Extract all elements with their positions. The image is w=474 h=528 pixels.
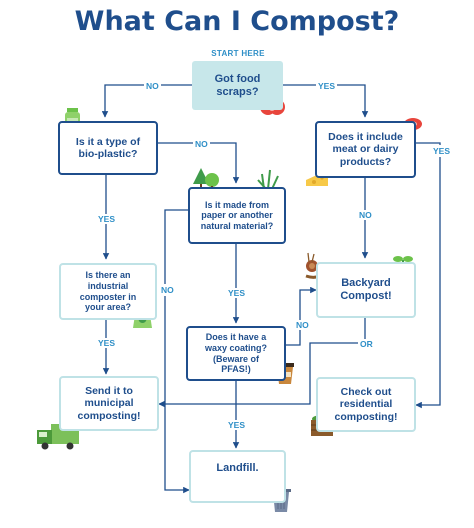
- node-municipal-composting: Send it to municipal composting!: [59, 376, 159, 431]
- node-backyard-compost: Backyard Compost!: [316, 262, 416, 318]
- node-waxy-coating: Does it have a waxy coating? (Beware of …: [186, 326, 286, 381]
- edge-label-industrial-yes: YES: [97, 338, 117, 348]
- edge-label-food-no: NO: [144, 81, 161, 91]
- edge-label-paper-no: NO: [160, 284, 175, 296]
- node-meat-dairy: Does it include meat or dairy products?: [315, 121, 416, 178]
- node-bio-plastic: Is it a type of bio-plastic?: [58, 121, 158, 175]
- edge-or-municipal: [158, 318, 366, 408]
- edge-label-paper-yes: YES: [227, 288, 247, 298]
- node-residential-composting-label: Check out residential composting!: [334, 385, 398, 423]
- node-bio-plastic-label: Is it a type of bio-plastic?: [75, 135, 141, 160]
- edge-meat-yes: [415, 142, 441, 409]
- node-got-food-scraps-label: Got food scraps?: [214, 72, 261, 98]
- edge-label-bio-yes: YES: [97, 214, 117, 224]
- edge-label-food-yes: YES: [316, 81, 338, 91]
- edge-food-no: [101, 84, 192, 118]
- node-landfill-label: Landfill.: [216, 462, 259, 474]
- edge-waxy-no: [286, 286, 317, 346]
- edge-bio-no: [158, 142, 240, 184]
- edge-label-waxy-no: NO: [295, 320, 310, 330]
- node-municipal-composting-label: Send it to municipal composting!: [77, 384, 141, 422]
- node-got-food-scraps: Got food scraps?: [192, 61, 283, 110]
- node-meat-dairy-label: Does it include meat or dairy products?: [328, 130, 403, 168]
- node-backyard-compost-label: Backyard Compost!: [340, 277, 392, 302]
- node-industrial-composter-label: Is there an industrial composter in your…: [79, 270, 137, 313]
- node-residential-composting: Check out residential composting!: [316, 377, 416, 432]
- grass-icon: [257, 169, 279, 190]
- edge-label-bio-no: NO: [193, 139, 210, 149]
- page-title: What Can I Compost?: [74, 6, 400, 37]
- edge-paper-no: [164, 209, 190, 494]
- node-paper-natural-label: Is it made from paper or another natural…: [200, 199, 274, 231]
- start-here-label: START HERE: [211, 49, 265, 58]
- node-industrial-composter: Is there an industrial composter in your…: [59, 263, 157, 320]
- edge-label-waxy-yes: YES: [227, 420, 247, 430]
- edge-food-yes: [283, 84, 369, 118]
- node-landfill: Landfill.: [189, 450, 286, 503]
- node-waxy-coating-label: Does it have a waxy coating? (Beware of …: [204, 332, 267, 375]
- edge-label-meat-yes: YES: [432, 145, 452, 157]
- edge-label-meat-no: NO: [358, 210, 373, 220]
- edge-label-or: OR: [358, 339, 375, 349]
- node-paper-natural: Is it made from paper or another natural…: [188, 187, 286, 244]
